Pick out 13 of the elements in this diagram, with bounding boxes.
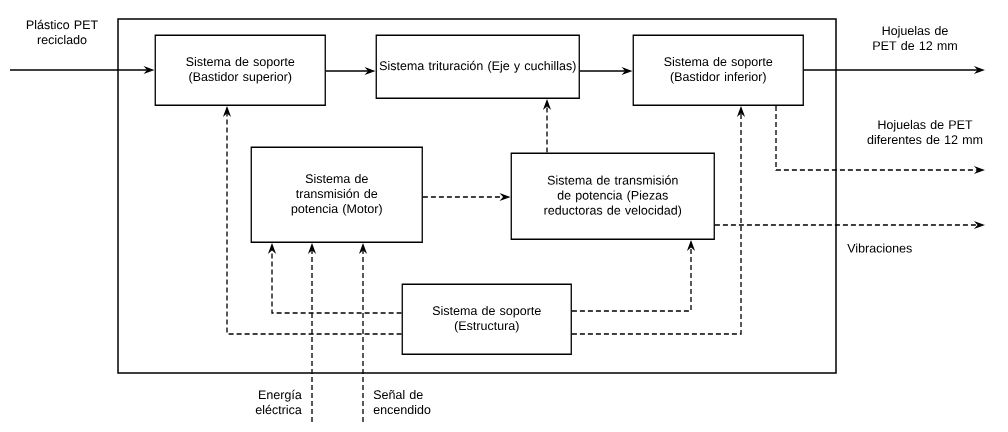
edge-label: Vibraciones [847, 243, 912, 253]
edge-label: Energía eléctrica [255, 389, 302, 415]
edge-label: Plástico PET reciclado [26, 19, 98, 45]
system-boundary-box [117, 18, 837, 374]
process-box: Sistema de soporte (Bastidor superior) [154, 34, 326, 106]
process-box: Sistema trituración (Eje y cuchillas) [375, 34, 580, 99]
process-box: Sistema de soporte (Estructura) [401, 283, 572, 355]
process-box: Sistema de transmisión de potencia (Piezas reductoras de velocidad) [510, 152, 715, 240]
edge-label: Hojuelas de PET de 12 mm [873, 25, 957, 51]
edge-label: Señal de encendido [373, 389, 431, 415]
process-box: Sistema de soporte (Bastidor inferior) [632, 34, 804, 106]
process-box: Sistema de transmisión de potencia (Motor) [250, 146, 423, 243]
edge-label: Hojuelas de PET diferentes de 12 mm [867, 119, 983, 145]
